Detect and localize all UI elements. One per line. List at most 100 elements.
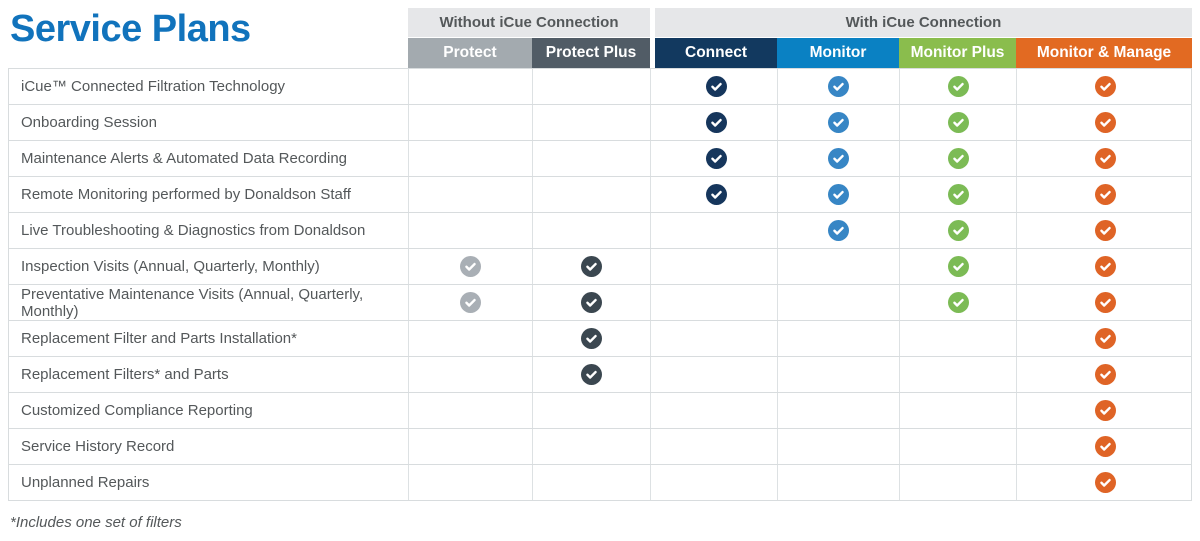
check-cell	[409, 141, 533, 176]
page-title: Service Plans	[10, 8, 251, 50]
check-cell	[778, 177, 900, 212]
check-cell	[900, 141, 1017, 176]
check-cell	[900, 213, 1017, 248]
check-cell	[656, 141, 778, 176]
check-cell	[900, 69, 1017, 104]
check-icon	[1094, 76, 1116, 97]
check-cell	[533, 285, 651, 320]
check-cell	[778, 249, 900, 284]
column-header-connect: Connect	[655, 38, 777, 68]
check-icon	[947, 76, 969, 97]
table-row: Replacement Filters* and Parts	[9, 357, 1191, 393]
table-row: Onboarding Session	[9, 105, 1191, 141]
check-icon	[581, 256, 602, 277]
check-icon	[706, 184, 727, 205]
row-label: Remote Monitoring performed by Donaldson…	[9, 177, 409, 212]
table-row: Replacement Filter and Parts Installatio…	[9, 321, 1191, 357]
check-icon	[947, 184, 969, 205]
check-icon	[706, 148, 727, 169]
column-header-monitor-plus: Monitor Plus	[899, 38, 1016, 68]
check-cell	[1017, 105, 1193, 140]
check-icon	[581, 292, 602, 313]
header-spacer	[8, 38, 408, 68]
check-cell	[656, 465, 778, 500]
check-cell	[778, 141, 900, 176]
check-cell	[778, 393, 900, 428]
service-plans-table: Without iCue Connection With iCue Connec…	[8, 8, 1192, 501]
row-label: Maintenance Alerts & Automated Data Reco…	[9, 141, 409, 176]
row-label: Unplanned Repairs	[9, 465, 409, 500]
check-icon	[1094, 436, 1116, 457]
check-icon	[947, 220, 969, 241]
group-header-without-icue: Without iCue Connection	[408, 8, 650, 37]
check-cell	[409, 105, 533, 140]
check-cell	[900, 321, 1017, 356]
check-cell	[409, 249, 533, 284]
check-cell	[533, 249, 651, 284]
check-cell	[409, 285, 533, 320]
check-cell	[409, 321, 533, 356]
check-cell	[1017, 393, 1193, 428]
check-cell	[778, 213, 900, 248]
table-row: Inspection Visits (Annual, Quarterly, Mo…	[9, 249, 1191, 285]
check-cell	[409, 69, 533, 104]
check-cell	[656, 105, 778, 140]
check-cell	[778, 69, 900, 104]
check-icon	[1094, 472, 1116, 493]
check-icon	[706, 112, 727, 133]
check-cell	[1017, 177, 1193, 212]
table-row: Remote Monitoring performed by Donaldson…	[9, 177, 1191, 213]
row-label: Replacement Filter and Parts Installatio…	[9, 321, 409, 356]
check-cell	[409, 393, 533, 428]
row-label: Onboarding Session	[9, 105, 409, 140]
row-label: iCue™ Connected Filtration Technology	[9, 69, 409, 104]
check-cell	[1017, 69, 1193, 104]
check-cell	[1017, 465, 1193, 500]
check-cell	[409, 429, 533, 464]
check-cell	[533, 69, 651, 104]
check-cell	[1017, 141, 1193, 176]
check-icon	[460, 292, 481, 313]
row-label: Preventative Maintenance Visits (Annual,…	[9, 285, 409, 320]
check-icon	[706, 76, 727, 97]
check-cell	[533, 465, 651, 500]
plan-header-row: Protect Protect Plus Connect Monitor Mon…	[8, 38, 1192, 68]
check-icon	[1094, 328, 1116, 349]
row-label: Service History Record	[9, 429, 409, 464]
check-cell	[778, 357, 900, 392]
table-row: iCue™ Connected Filtration Technology	[9, 69, 1191, 105]
check-cell	[656, 393, 778, 428]
group-header-with-icue: With iCue Connection	[655, 8, 1192, 37]
check-icon	[1094, 112, 1116, 133]
column-header-monitor-manage: Monitor & Manage	[1016, 38, 1192, 68]
check-cell	[656, 357, 778, 392]
table-row: Customized Compliance Reporting	[9, 393, 1191, 429]
table-row: Unplanned Repairs	[9, 465, 1191, 501]
check-cell	[900, 249, 1017, 284]
check-icon	[947, 292, 969, 313]
check-cell	[900, 429, 1017, 464]
check-cell	[1017, 429, 1193, 464]
check-cell	[409, 465, 533, 500]
check-cell	[533, 357, 651, 392]
check-icon	[1094, 364, 1116, 385]
check-cell	[409, 177, 533, 212]
check-cell	[533, 213, 651, 248]
check-icon	[1094, 184, 1116, 205]
check-icon	[1094, 400, 1116, 421]
check-cell	[778, 465, 900, 500]
check-icon	[947, 256, 969, 277]
check-icon	[947, 148, 969, 169]
check-cell	[409, 357, 533, 392]
check-cell	[900, 105, 1017, 140]
check-icon	[828, 76, 849, 97]
check-icon	[1094, 220, 1116, 241]
check-cell	[656, 249, 778, 284]
header-spacer	[8, 8, 408, 37]
check-cell	[900, 465, 1017, 500]
check-icon	[828, 184, 849, 205]
check-icon	[581, 364, 602, 385]
check-cell	[656, 69, 778, 104]
